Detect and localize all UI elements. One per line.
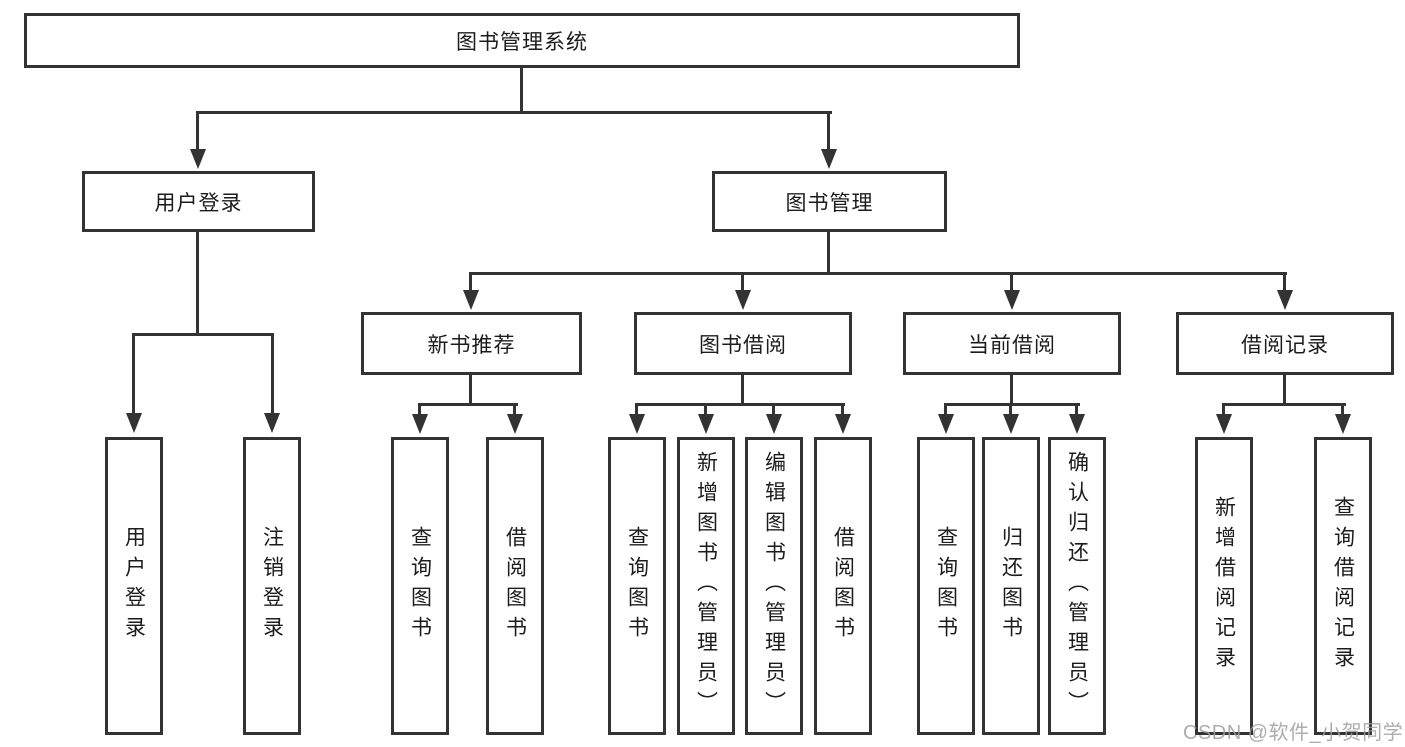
connector-line — [772, 403, 775, 416]
leaf-add-borrow-record: 新增借阅记录 — [1195, 437, 1253, 735]
leaf-query-books-borrow: 查询图书 — [608, 437, 666, 735]
node-label: 新增借阅记录 — [1212, 496, 1236, 676]
leaf-query-books-recommend: 查询图书 — [391, 437, 449, 735]
node-label: 借阅图书 — [503, 526, 527, 646]
arrowhead-down-icon — [1216, 414, 1232, 434]
node-label: 借阅图书 — [831, 526, 855, 646]
leaf-return-book: 归还图书 — [982, 437, 1040, 735]
arrowhead-down-icon — [1004, 290, 1020, 310]
connector-line — [635, 403, 638, 416]
node-label: 查询图书 — [408, 526, 432, 646]
connector-line — [741, 272, 744, 292]
node-label: 编辑图书（管理员） — [762, 451, 786, 721]
arrowhead-down-icon — [507, 414, 523, 434]
arrowhead-down-icon — [766, 414, 782, 434]
connector-line — [196, 111, 832, 114]
connector-line — [469, 272, 472, 292]
connector-line — [944, 403, 1080, 406]
connector-line — [469, 375, 472, 406]
connector-line — [827, 111, 830, 151]
connector-line — [196, 232, 199, 336]
connector-line — [513, 403, 516, 416]
arrowhead-down-icon — [835, 414, 851, 434]
connector-line — [520, 68, 523, 114]
leaf-user-login: 用户登录 — [105, 437, 163, 735]
watermark: CSDN @软件_小贺同学 — [1183, 722, 1404, 744]
connector-line — [841, 403, 844, 416]
connector-line — [1010, 375, 1013, 406]
leaf-query-borrow-record: 查询借阅记录 — [1314, 437, 1372, 735]
connector-line — [944, 403, 947, 416]
arrowhead-down-icon — [1069, 414, 1085, 434]
node-label: 图书管理 — [785, 191, 874, 215]
connector-line — [1283, 272, 1286, 292]
leaf-query-books-current: 查询图书 — [917, 437, 975, 735]
connector-line — [827, 232, 830, 275]
node-label: 当前借阅 — [968, 333, 1056, 357]
node-book-borrow: 图书借阅 — [634, 312, 852, 375]
arrowhead-down-icon — [1003, 414, 1019, 434]
node-label: 查询图书 — [625, 526, 649, 646]
node-label: 新增图书（管理员） — [694, 451, 718, 721]
connector-line — [1283, 375, 1286, 406]
node-current-borrow: 当前借阅 — [903, 312, 1121, 375]
node-label: 用户登录 — [154, 191, 243, 215]
node-label: 注销登录 — [260, 526, 284, 646]
arrowhead-down-icon — [126, 413, 142, 433]
node-label: 归还图书 — [999, 526, 1023, 646]
connector-line — [704, 403, 707, 416]
leaf-logout: 注销登录 — [243, 437, 301, 735]
node-new-book-recommend: 新书推荐 — [361, 312, 582, 375]
node-label: 用户登录 — [122, 526, 146, 646]
node-label: 借阅记录 — [1241, 333, 1329, 357]
arrowhead-down-icon — [412, 414, 428, 434]
node-book-management: 图书管理 — [712, 171, 947, 232]
node-borrow-records: 借阅记录 — [1176, 312, 1394, 375]
connector-line — [1341, 403, 1344, 416]
arrowhead-down-icon — [629, 414, 645, 434]
leaf-add-book-admin: 新增图书（管理员） — [677, 437, 735, 735]
arrowhead-down-icon — [1335, 414, 1351, 434]
connector-line — [418, 403, 518, 406]
node-label: 确认归还（管理员） — [1065, 451, 1089, 721]
connector-line — [1222, 403, 1346, 406]
arrowhead-down-icon — [190, 149, 206, 169]
arrowhead-down-icon — [463, 290, 479, 310]
connector-line — [132, 333, 274, 336]
leaf-borrow-books-recommend: 借阅图书 — [486, 437, 544, 735]
connector-line — [1222, 403, 1225, 416]
connector-line — [196, 111, 199, 151]
node-label: 新书推荐 — [427, 333, 516, 357]
connector-line — [469, 272, 1287, 275]
node-label: 查询图书 — [934, 526, 958, 646]
connector-line — [741, 375, 744, 406]
arrowhead-down-icon — [264, 413, 280, 433]
node-label: 查询借阅记录 — [1331, 496, 1355, 676]
connector-line — [1010, 272, 1013, 292]
connector-line — [1009, 403, 1012, 416]
leaf-borrow-books: 借阅图书 — [814, 437, 872, 735]
connector-line — [132, 333, 135, 415]
node-label: 图书管理系统 — [456, 30, 588, 54]
connector-line — [271, 333, 274, 415]
connector-line — [1075, 403, 1078, 416]
leaf-confirm-return-admin: 确认归还（管理员） — [1048, 437, 1106, 735]
node-library-management-system: 图书管理系统 — [24, 13, 1020, 68]
arrowhead-down-icon — [821, 149, 837, 169]
connector-line — [418, 403, 421, 416]
arrowhead-down-icon — [1277, 290, 1293, 310]
node-user-login: 用户登录 — [82, 171, 315, 232]
arrowhead-down-icon — [735, 290, 751, 310]
leaf-edit-book-admin: 编辑图书（管理员） — [745, 437, 803, 735]
node-label: 图书借阅 — [699, 333, 787, 357]
arrowhead-down-icon — [698, 414, 714, 434]
arrowhead-down-icon — [938, 414, 954, 434]
connector-line — [635, 403, 845, 406]
